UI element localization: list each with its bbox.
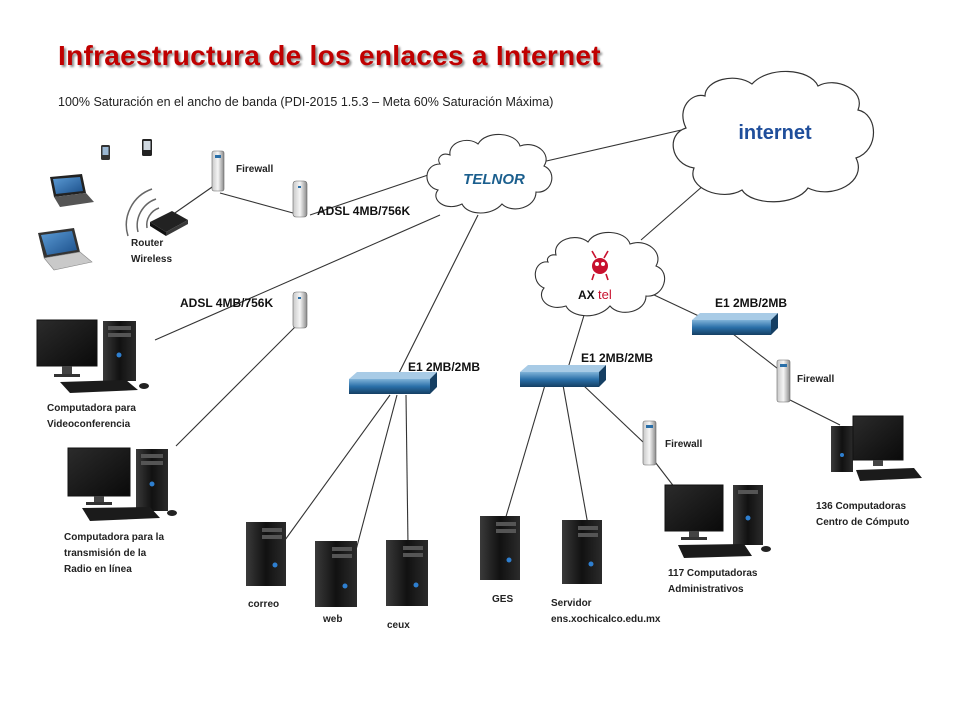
- firewall-center-icon: [642, 420, 657, 466]
- adsl-top-label: ADSL 4MB/756K: [317, 204, 410, 218]
- radio-label-line1: Computadora para la: [64, 532, 164, 543]
- e1-center-label: E1 2MB/2MB: [581, 351, 653, 365]
- link-router-ceux: [405, 394, 409, 546]
- link-router-right-firewall: [732, 333, 783, 373]
- videoconf-label-line1: Computadora para: [47, 403, 136, 414]
- link-router-firewall: [171, 184, 216, 216]
- link-axtel-router-center: [567, 311, 586, 369]
- router-left-icon: [349, 372, 437, 394]
- e1-right-label: E1 2MB/2MB: [715, 296, 787, 310]
- server-ens-label-line2: ens.xochicalco.edu.mx: [551, 614, 661, 625]
- server-web-label: web: [322, 614, 342, 625]
- link-adsl-telnor: [309, 174, 429, 216]
- link-axtel-internet: [640, 184, 705, 241]
- firewall-top-label: Firewall: [236, 164, 273, 175]
- centro-computo-computer-icon: [831, 415, 922, 481]
- link-firewall-centro: [789, 399, 841, 426]
- adsl-modem-left-icon: [292, 291, 308, 329]
- link-router-web: [355, 394, 398, 551]
- server-ceux-icon: [386, 540, 428, 606]
- server-ges-icon: [480, 516, 520, 580]
- videoconference-computer-icon: [36, 319, 149, 393]
- pda-icon: [142, 139, 152, 156]
- adsl-left-label: ADSL 4MB/756K: [180, 296, 273, 310]
- page-title: Infraestructura de los enlaces a Interne…: [58, 40, 601, 71]
- firewall-top-icon: [211, 150, 225, 192]
- link-telnor-internet: [528, 127, 691, 166]
- server-ens-icon: [562, 520, 602, 584]
- radio-computer-icon: [67, 447, 177, 521]
- link-axtel-router-right: [651, 293, 704, 319]
- server-correo-icon: [246, 522, 286, 586]
- centro-label-line2: Centro de Cómputo: [816, 517, 909, 528]
- server-web-icon: [315, 541, 357, 607]
- e1-left-label: E1 2MB/2MB: [408, 360, 480, 374]
- link-adsl-radio: [175, 321, 301, 447]
- netbook-icon: [50, 174, 94, 207]
- admin-computer-icon: [664, 484, 771, 558]
- router-center-icon: [520, 365, 606, 387]
- link-telnor-router-left: [397, 214, 479, 376]
- link-firewall-adsl: [219, 192, 294, 214]
- link-router-servidor: [562, 384, 589, 526]
- server-ceux-label: ceux: [387, 620, 410, 631]
- videoconf-label-line2: Videoconferencia: [47, 419, 131, 430]
- centro-label-line1: 136 Computadoras: [816, 501, 906, 512]
- axtel-cloud: AX tel: [534, 231, 666, 317]
- internet-label: internet: [738, 122, 812, 144]
- admin-label-line2: Administrativos: [668, 584, 744, 595]
- link-router-ges: [504, 384, 546, 521]
- firewall-right-label: Firewall: [797, 374, 834, 385]
- firewall-center-label: Firewall: [665, 439, 702, 450]
- radio-label-line3: Radio en línea: [64, 564, 132, 575]
- server-ens-label-line1: Servidor: [551, 598, 592, 609]
- radio-label-line2: transmisión de la: [64, 548, 147, 559]
- internet-cloud: internet: [672, 70, 875, 203]
- wireless-router-icon: [150, 211, 188, 236]
- server-ges-label: GES: [492, 594, 513, 605]
- link-router-firewall-center: [582, 384, 644, 443]
- laptop-icon: [38, 228, 93, 271]
- telnor-logo: TELNOR: [463, 171, 525, 188]
- axtel-logo-suffix: tel: [598, 287, 612, 302]
- telnor-cloud: TELNOR: [426, 133, 553, 214]
- wireless-signal-icon: [125, 188, 160, 237]
- link-telnor-videoconf: [154, 214, 441, 341]
- page-subtitle: 100% Saturación en el ancho de banda (PD…: [58, 95, 554, 109]
- axtel-logo-prefix: AX: [578, 288, 595, 302]
- firewall-right-icon: [776, 359, 791, 403]
- adsl-modem-top-icon: [292, 180, 308, 218]
- axtel-mascot-icon: [591, 250, 609, 281]
- server-correo-label: correo: [248, 599, 279, 610]
- smartphone-icon: [101, 145, 110, 160]
- router-label-line1: Router: [131, 238, 163, 249]
- admin-label-line1: 117 Computadoras: [668, 568, 758, 579]
- link-router-correo: [284, 394, 391, 541]
- router-right-icon: [692, 313, 778, 335]
- router-label-line2: Wireless: [131, 254, 172, 265]
